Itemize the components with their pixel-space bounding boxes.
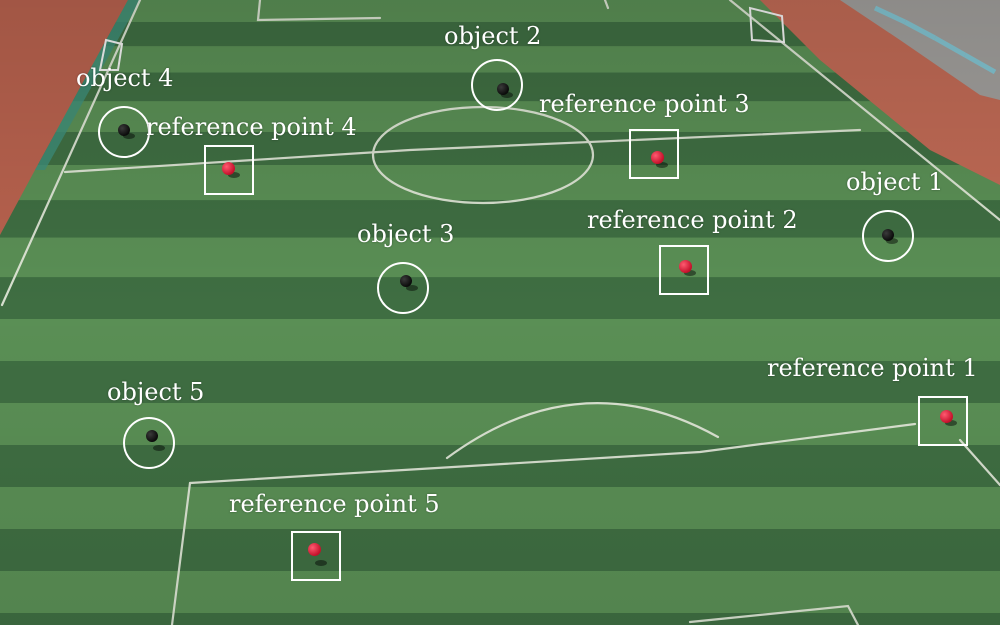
reference-point-3-shadow (656, 162, 668, 168)
reference-point-5-label: reference point 5 (229, 490, 440, 518)
object-1-ball (882, 229, 894, 241)
reference-point-5-shadow (315, 560, 327, 566)
object-4-circle-marker (98, 106, 150, 158)
reference-point-3-square-marker (629, 129, 679, 179)
reference-point-1-label: reference point 1 (767, 354, 978, 382)
reference-point-2-square-marker (659, 245, 709, 295)
reference-point-1-ball (940, 410, 953, 423)
object-5-label: object 5 (107, 378, 205, 406)
object-5-circle-marker (123, 417, 175, 469)
object-1-shadow (886, 238, 898, 244)
reference-point-2-label: reference point 2 (587, 206, 798, 234)
object-5-shadow (153, 445, 165, 451)
reference-point-5-square-marker (291, 531, 341, 581)
object-3-shadow (406, 285, 418, 291)
reference-point-2-shadow (684, 270, 696, 276)
reference-point-4-label: reference point 4 (146, 113, 357, 141)
object-2-label: object 2 (444, 22, 542, 50)
reference-point-4-ball (222, 162, 235, 175)
object-4-shadow (123, 133, 135, 139)
reference-point-3-label: reference point 3 (539, 90, 750, 118)
reference-point-4-square-marker (204, 145, 254, 195)
reference-point-4-shadow (228, 172, 240, 178)
reference-point-5-ball (308, 543, 321, 556)
object-3-label: object 3 (357, 220, 455, 248)
object-2-circle-marker (471, 59, 523, 111)
reference-point-1-shadow (945, 420, 957, 426)
object-4-label: object 4 (76, 64, 174, 92)
object-3-circle-marker (377, 262, 429, 314)
object-3-ball (400, 275, 412, 287)
object-1-circle-marker (862, 210, 914, 262)
object-2-shadow (501, 92, 513, 98)
reference-point-1-square-marker (918, 396, 968, 446)
object-1-label: object 1 (846, 168, 944, 196)
object-4-ball (118, 124, 130, 136)
object-2-ball (497, 83, 509, 95)
reference-point-3-ball (651, 151, 664, 164)
object-5-ball (146, 430, 158, 442)
reference-point-2-ball (679, 260, 692, 273)
